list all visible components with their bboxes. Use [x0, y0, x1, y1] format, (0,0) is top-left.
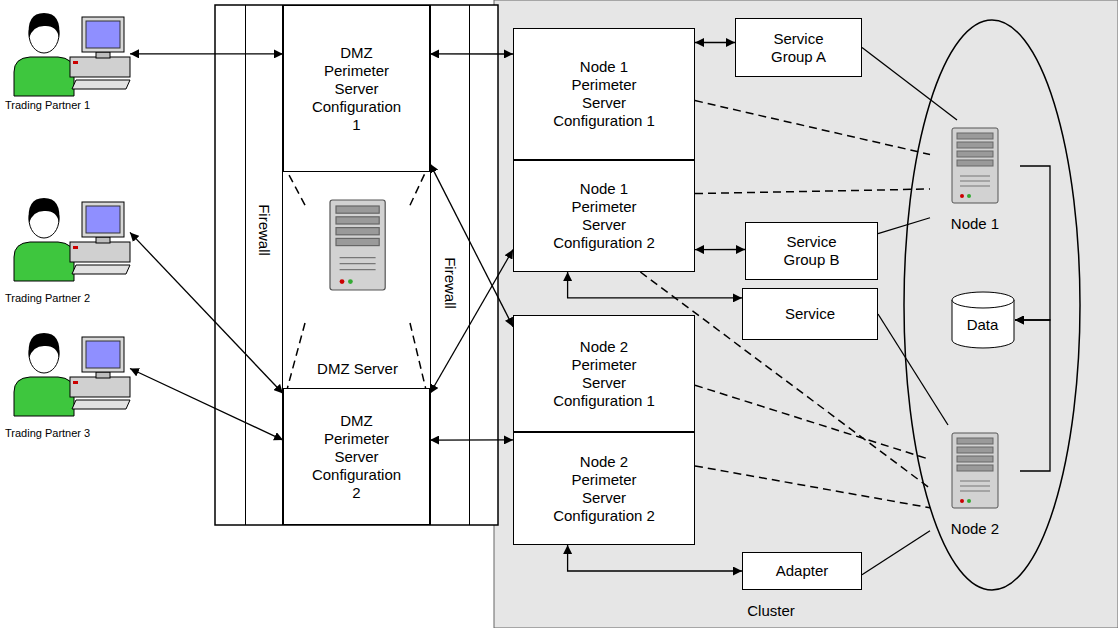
service-box: Service [742, 288, 878, 340]
connector-arrow [430, 439, 513, 440]
perimeter-config-box: Node 2 Perimeter Server Configuration 2 [513, 432, 695, 545]
dashed-link [695, 466, 930, 508]
node-label: Node 2 [951, 520, 999, 538]
node-label: Trading Partner 1 [5, 99, 90, 112]
connector-arrow [695, 249, 745, 250]
connector-arrow [568, 272, 742, 298]
connector-arrow [130, 369, 283, 441]
dashed-link [695, 189, 930, 194]
service-group-box: Service Group B [745, 222, 878, 280]
dashed-link [410, 172, 426, 205]
box-label: Node 1 Perimeter Server Configuration 1 [549, 58, 659, 130]
connector-arrow [1015, 166, 1050, 320]
box-label: Adapter [776, 562, 829, 580]
firewall-band: Firewall [430, 5, 470, 525]
data-store: Data [950, 290, 1015, 350]
trading-partner: Trading Partner 1 [5, 10, 130, 112]
dashed-link [287, 323, 305, 388]
box-label: Service Group B [767, 233, 857, 269]
perimeter-config-box: Node 1 Perimeter Server Configuration 2 [513, 160, 695, 272]
node-label: Firewall [441, 254, 459, 312]
server-icon: DMZ Server [305, 190, 410, 380]
box-label: Node 1 Perimeter Server Configuration 2 [549, 180, 659, 252]
connector-arrow [862, 531, 930, 575]
server-icon: Node 2 [930, 425, 1020, 540]
connector-arrow [695, 42, 735, 43]
adapter-box: Adapter [742, 552, 862, 590]
box-label: Node 2 Perimeter Server Configuration 2 [549, 453, 659, 525]
box-label: Service [785, 305, 835, 323]
node-label: Firewall [255, 201, 273, 259]
dashed-link [410, 323, 426, 388]
box-label: DMZ Perimeter Server Configuration 1 [307, 44, 407, 134]
dashed-link [287, 172, 305, 205]
connector-arrow [568, 545, 742, 571]
firewall-band: Firewall [245, 5, 283, 525]
cluster-region: Cluster Node 1 Perimeter Server Configura… [494, 0, 1118, 628]
perimeter-config-box: DMZ Perimeter Server Configuration 1 [283, 5, 430, 172]
connector-arrow [862, 48, 957, 121]
node-label: Node 1 [951, 215, 999, 233]
dashed-link [695, 101, 930, 155]
perimeter-config-box: Node 2 Perimeter Server Configuration 1 [513, 315, 695, 432]
node-label: Data [967, 316, 999, 334]
connector-arrow [1015, 320, 1050, 471]
connector-arrow [430, 164, 513, 327]
box-label: Service Group A [754, 30, 844, 66]
connector-arrow [878, 218, 930, 234]
node-label: Cluster [747, 602, 795, 620]
perimeter-config-box: DMZ Perimeter Server Configuration 2 [283, 388, 430, 525]
connector-arrow [430, 53, 513, 54]
connector-arrow [878, 314, 948, 425]
connector-arrow [130, 53, 283, 54]
node-label: DMZ Server [317, 360, 398, 378]
connector-arrow [430, 250, 513, 394]
trading-partner: Trading Partner 2 [5, 195, 130, 305]
service-group-box: Service Group A [735, 18, 862, 77]
node-label: Trading Partner 3 [5, 427, 90, 440]
server-icon: Node 1 [930, 120, 1020, 235]
box-label: DMZ Perimeter Server Configuration 2 [307, 412, 407, 502]
perimeter-config-box: Node 1 Perimeter Server Configuration 1 [513, 28, 695, 160]
box-label: Node 2 Perimeter Server Configuration 1 [549, 338, 659, 410]
trading-partner: Trading Partner 3 [5, 330, 130, 440]
node-label: Trading Partner 2 [5, 292, 90, 305]
dashed-link [695, 385, 930, 459]
